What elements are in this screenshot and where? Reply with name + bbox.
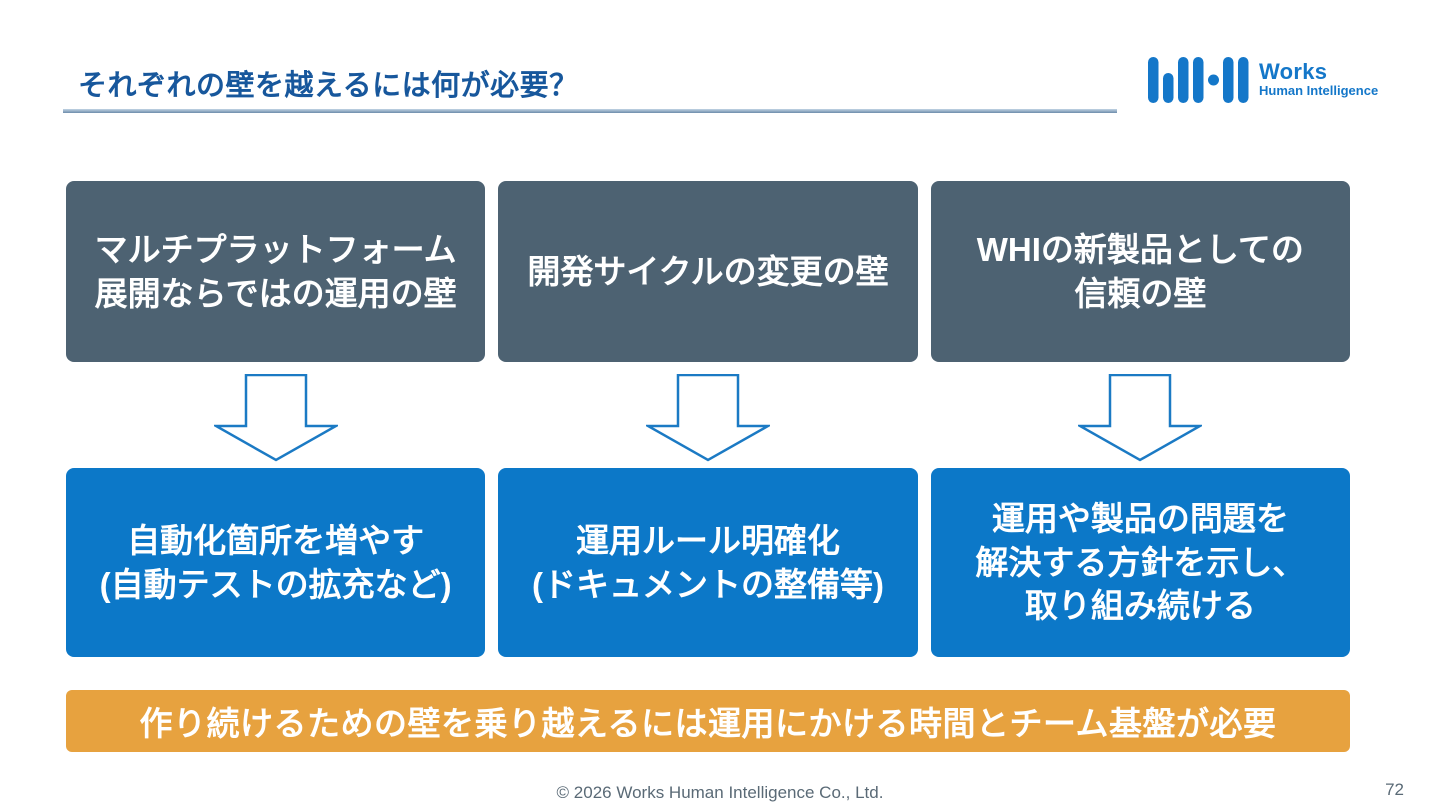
wall-box-1: マルチプラットフォーム 展開ならではの運用の壁 [66,181,486,362]
title-underline [63,109,1117,113]
solution-box-3: 運用や製品の問題を 解決する方針を示し、 取り組み続ける [930,468,1350,657]
conclusion-banner: 作り続けるための壁を乗り越えるには運用にかける時間とチーム基盤が必要 [66,690,1350,752]
arrows-row [66,372,1350,462]
down-arrow-icon [1078,374,1203,462]
logo-bars-icon [1148,57,1249,103]
solution-box-1: 自動化箇所を増やす (自動テストの拡充など) [66,468,486,657]
copyright-footer: © 2026 Works Human Intelligence Co., Ltd… [556,783,884,802]
company-logo: Works Human Intelligence [1147,56,1378,104]
walls-row: マルチプラットフォーム 展開ならではの運用の壁 開発サイクルの変更の壁 WHIの… [66,181,1350,362]
down-arrow-icon [213,374,338,462]
logo-wordmark-line2: Human Intelligence [1259,83,1379,99]
logo-wordmark-line1: Works [1259,59,1328,85]
wall-box-3: WHIの新製品としての 信頼の壁 [930,181,1350,362]
logo-text: Works Human Intelligence [1259,61,1378,99]
down-arrow-icon [645,374,770,462]
solutions-row: 自動化箇所を増やす (自動テストの拡充など) 運用ルール明確化 (ドキュメントの… [66,468,1350,657]
solution-box-2: 運用ルール明確化 (ドキュメントの整備等) [498,468,918,657]
page-number: 72 [1385,780,1404,799]
wall-box-2: 開発サイクルの変更の壁 [498,181,918,362]
page-title: それぞれの壁を越えるには何が必要？ [78,70,579,102]
